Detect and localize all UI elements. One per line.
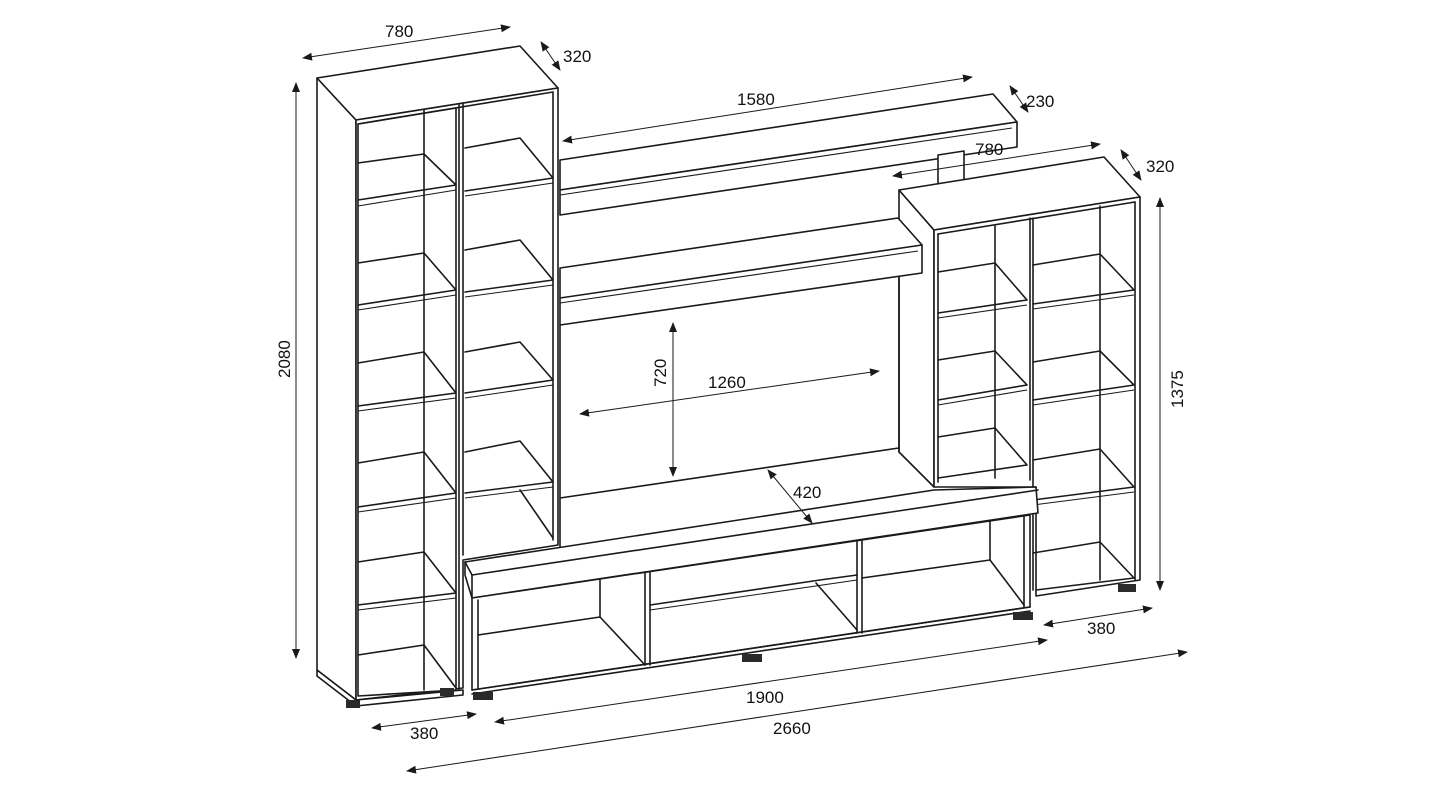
dim-top-shelf-depth: 230 [1026,92,1054,111]
dim-right-base-depth: 380 [1087,619,1115,638]
dim-left-width: 780 [385,22,413,41]
dim-right-depth: 320 [1146,157,1174,176]
dimension-labels: 780 320 2080 380 1580 230 780 320 1375 3… [275,22,1187,743]
dim-top-shelf-length: 1580 [737,90,775,109]
dim-right-height: 1375 [1168,370,1187,408]
dim-total-length: 2660 [773,719,811,738]
dim-tv-stand-length: 1900 [746,688,784,707]
dim-niche-width: 1260 [708,373,746,392]
dim-left-height: 2080 [275,340,294,378]
dim-niche-height: 720 [651,359,670,387]
dim-tv-stand-depth: 420 [793,483,821,502]
dim-right-width: 780 [975,140,1003,159]
dim-left-depth: 320 [563,47,591,66]
dim-left-base-depth: 380 [410,724,438,743]
dimension-lines [292,24,1188,774]
tv-niche [559,217,923,549]
right-cabinet [898,156,1141,597]
left-tall-cabinet [316,45,559,708]
